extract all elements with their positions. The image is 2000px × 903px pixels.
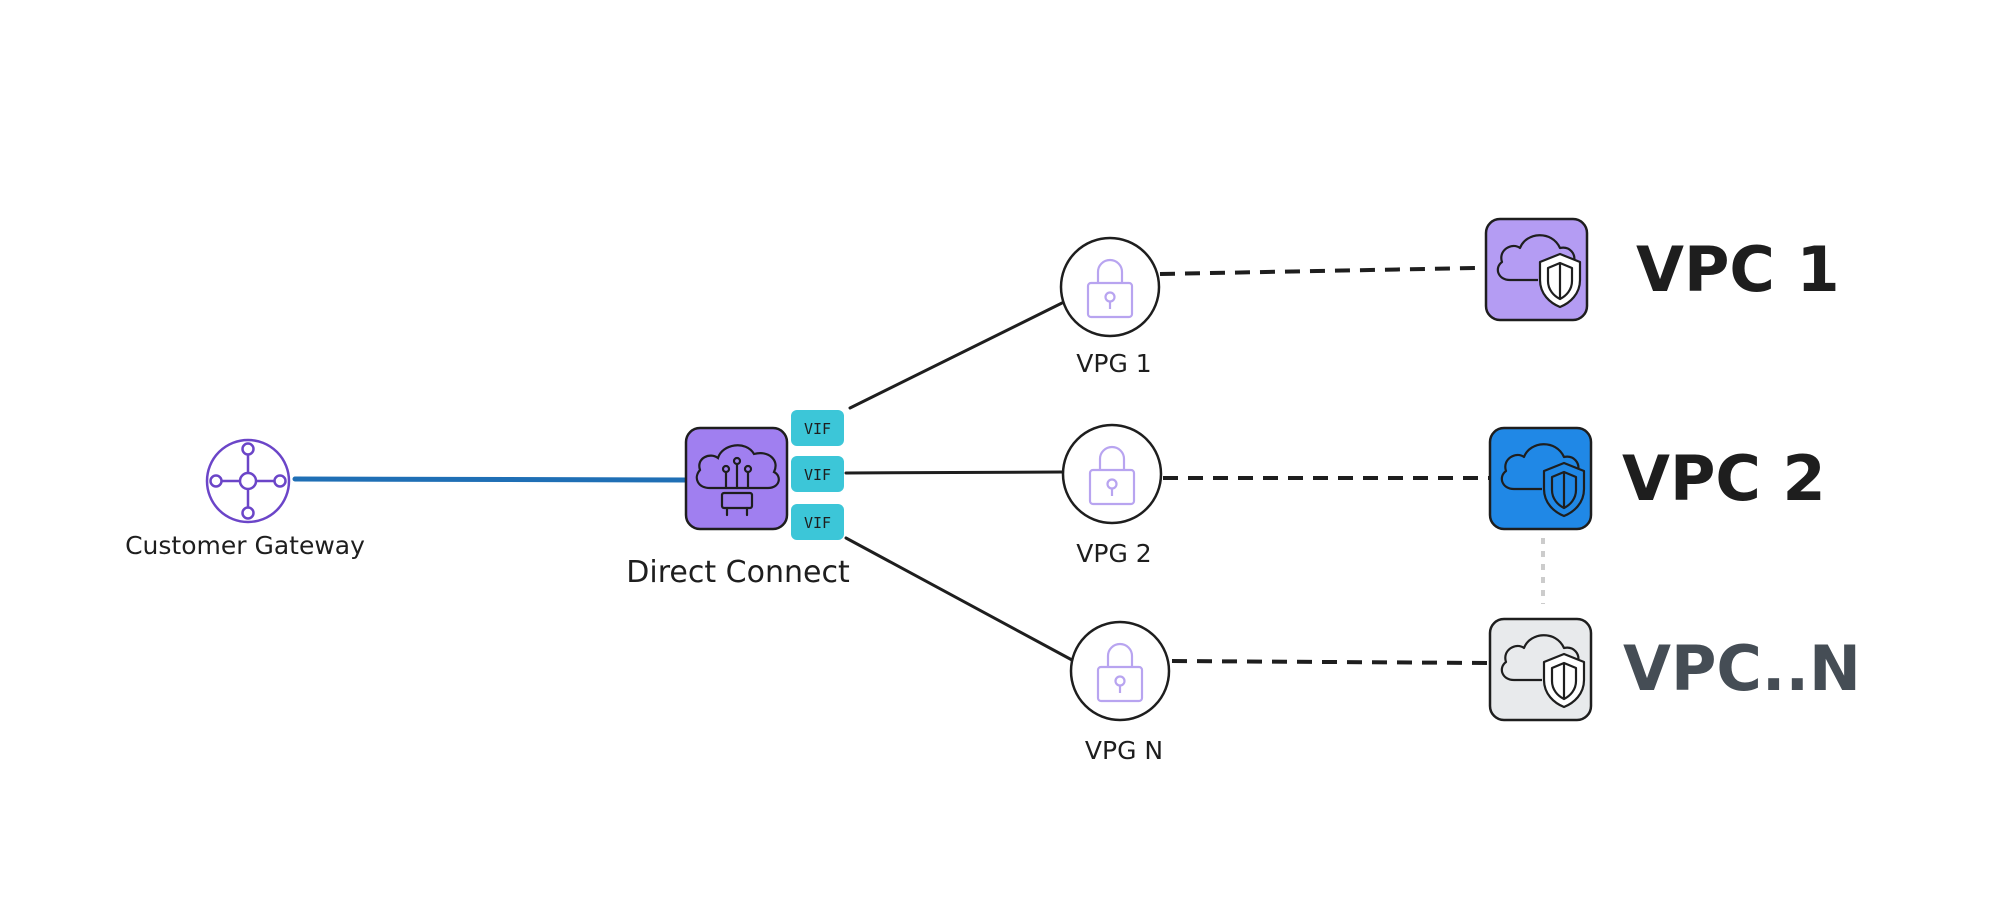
vif-label: VIF bbox=[804, 514, 831, 532]
vpgn-to-vpcn-dashed-line bbox=[1171, 659, 1491, 665]
cloud-shield-icon bbox=[1500, 443, 1586, 518]
vif3-to-vpgn-line bbox=[844, 536, 1074, 662]
vpc-2-node[interactable]: VPC 2 bbox=[1488, 426, 1826, 531]
vif-label: VIF bbox=[804, 466, 831, 484]
vif-label: VIF bbox=[804, 420, 831, 438]
vpg1-to-vpc1-dashed-line bbox=[1159, 266, 1476, 276]
vpc-n-label: VPC..N bbox=[1623, 632, 1861, 705]
lock-icon bbox=[1086, 258, 1134, 319]
vif-badge[interactable]: VIF bbox=[791, 410, 844, 446]
vif2-to-vpg2-line bbox=[844, 470, 1064, 475]
cloud-shield-icon bbox=[1496, 234, 1582, 309]
vpc-n-node[interactable]: VPC..N bbox=[1488, 617, 1861, 722]
cloud-shield-icon bbox=[1500, 634, 1586, 709]
vpg-n-node[interactable]: VPG N bbox=[1069, 620, 1171, 765]
vif-badge[interactable]: VIF bbox=[791, 456, 844, 492]
direct-connect-node[interactable]: Direct Connect bbox=[626, 426, 850, 590]
vpc-2-label: VPC 2 bbox=[1622, 442, 1826, 515]
vpc-1-node[interactable]: VPC 1 bbox=[1484, 217, 1840, 322]
vpc-1-label: VPC 1 bbox=[1636, 233, 1840, 306]
vpg-n-label: VPG N bbox=[1085, 736, 1163, 765]
router-hub-icon bbox=[205, 438, 291, 524]
vpg-1-label: VPG 1 bbox=[1076, 349, 1151, 378]
vif1-to-vpg1-line bbox=[848, 301, 1064, 410]
lock-icon bbox=[1096, 642, 1144, 703]
vpg-2-node[interactable]: VPG 2 bbox=[1061, 423, 1163, 568]
gateway-to-direct-connect-link bbox=[292, 476, 691, 483]
customer-gateway-node[interactable]: Customer Gateway bbox=[125, 438, 365, 560]
lock-icon bbox=[1088, 445, 1136, 506]
customer-gateway-label: Customer Gateway bbox=[125, 531, 365, 560]
cloud-circuit-icon bbox=[695, 444, 780, 517]
direct-connect-label: Direct Connect bbox=[626, 555, 850, 590]
vpg-2-label: VPG 2 bbox=[1076, 539, 1151, 568]
vpg-1-node[interactable]: VPG 1 bbox=[1059, 236, 1161, 378]
vif-badge[interactable]: VIF bbox=[791, 504, 844, 540]
